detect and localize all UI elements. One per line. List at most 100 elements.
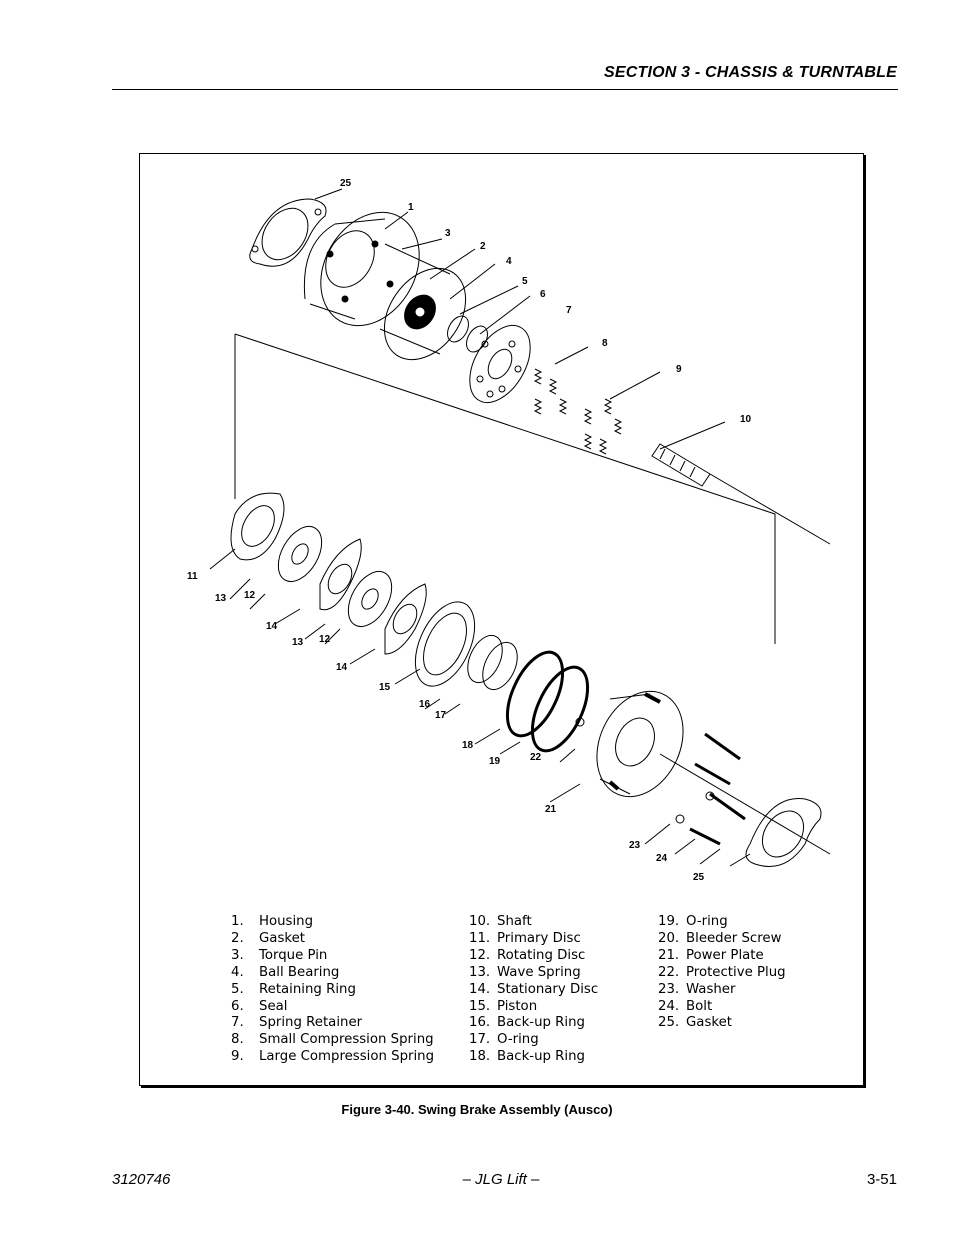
legend-item: 17.O-ring	[469, 1032, 598, 1049]
legend-number: 20.	[658, 930, 680, 946]
gasket-top	[249, 198, 327, 267]
legend-item: 20. Bleeder Screw	[658, 931, 786, 948]
legend-column-3: 19. O-ring 20. Bleeder Screw 21. Power Plat…	[658, 914, 786, 1032]
callout-13-a: 13	[215, 593, 227, 604]
legend-item: 14. Stationary Disc	[469, 982, 598, 999]
callout-13-b: 13	[292, 637, 304, 648]
legend-item: 12. Rotating Disc	[469, 948, 598, 965]
legend-item: 21. Power Plate	[658, 948, 786, 965]
legend-label: Piston	[497, 998, 538, 1014]
legend-label: Rotating Disc	[497, 947, 586, 963]
springs	[533, 368, 623, 455]
primary-disc	[230, 492, 285, 561]
callout-15: 15	[379, 682, 391, 693]
legend-column-1: 1. Housing 2. Gasket 3.Torque Pin 4. Ball B…	[231, 914, 434, 1066]
power-plate	[596, 690, 684, 798]
legend-number: 18.	[469, 1049, 491, 1065]
exploded-diagram: 25 1 3 2 4 5 6 7 8 9 10 11 13 12 14 13 1…	[187, 178, 831, 883]
legend-number: 21.	[658, 947, 680, 963]
legend-label: Gasket	[686, 1015, 733, 1031]
callout-25-top: 25	[340, 178, 352, 189]
callout-25-bottom: 25	[693, 872, 705, 883]
legend-item: 25.Gasket	[658, 1015, 786, 1032]
legend-number: 15.	[469, 998, 491, 1014]
callout-14-b: 14	[336, 662, 348, 673]
legend-number: 24.	[658, 998, 680, 1014]
legend-item: 15. Piston	[469, 999, 598, 1016]
legend-label: Wave Spring	[497, 964, 581, 980]
callout-1: 1	[408, 202, 414, 213]
callout-6: 6	[540, 289, 546, 300]
legend-number: 23.	[658, 981, 680, 997]
legend-number: 3.	[231, 947, 244, 963]
legend-label: Stationary Disc	[497, 981, 599, 997]
legend-label: Power Plate	[686, 947, 764, 963]
legend-number: 2.	[231, 930, 244, 946]
legend-label: Bolt	[686, 998, 713, 1014]
callout-12-a: 12	[244, 590, 256, 601]
section-title: SECTION 3 - CHASSIS & TURNTABLE	[603, 64, 897, 81]
legend-item: 2. Gasket	[231, 931, 434, 948]
legend-label: Spring Retainer	[259, 1015, 363, 1031]
callout-19: 19	[489, 756, 501, 767]
legend-item: 13. Wave Spring	[469, 965, 598, 982]
legend-item: 24. Bolt	[658, 999, 786, 1016]
legend-label: Bleeder Screw	[686, 930, 782, 946]
legend-label: Small Compression Spring	[259, 1032, 434, 1048]
housing	[303, 211, 420, 327]
legend-number: 19.	[658, 914, 680, 929]
legend-label: Back-up Ring	[497, 1015, 585, 1031]
legend-item: 1. Housing	[231, 914, 434, 931]
figure-frame: 25 1 3 2 4 5 6 7 8 9 10 11 13 12 14 13 1…	[139, 153, 864, 1086]
legend-item: 22.Protective Plug	[658, 965, 786, 982]
legend-label: Protective Plug	[686, 964, 786, 980]
piston	[414, 601, 476, 687]
legend-label: Back-up Ring	[497, 1049, 585, 1065]
legend-number: 14.	[469, 981, 491, 997]
legend-label: Gasket	[259, 930, 306, 946]
legend-number: 11.	[469, 930, 491, 946]
page-number: 3-51	[866, 1171, 897, 1188]
bolts	[675, 732, 746, 846]
gasket-bottom	[745, 798, 822, 867]
legend-item: 16. Back-up Ring	[469, 1015, 598, 1032]
callout-4: 4	[506, 256, 512, 267]
callout-14-a: 14	[266, 621, 278, 632]
gasket-2	[383, 267, 467, 361]
legend-number: 16.	[469, 1015, 491, 1031]
legend-number: 1.	[231, 914, 244, 929]
callout-12-b: 12	[319, 634, 331, 645]
callout-5: 5	[522, 276, 528, 287]
callout-21: 21	[545, 804, 557, 815]
legend-label: Large Compression Spring	[259, 1049, 435, 1065]
legend-item: 7. Spring Retainer	[231, 1015, 434, 1032]
legend-number: 7.	[231, 1015, 244, 1031]
callout-23: 23	[629, 840, 641, 851]
legend-number: 13.	[469, 964, 491, 980]
legend-item: 19. O-ring	[658, 914, 786, 931]
legend-number: 4.	[231, 964, 244, 980]
legend-label: Primary Disc	[497, 930, 581, 946]
callout-22: 22	[530, 752, 542, 763]
callout-24: 24	[656, 853, 668, 864]
legend-item: 11. Primary Disc	[469, 931, 598, 948]
callout-11: 11	[187, 571, 198, 582]
legend-label: Seal	[259, 998, 288, 1014]
legend-label: Ball Bearing	[259, 964, 340, 980]
legend-label: Housing	[259, 914, 314, 929]
callout-18: 18	[462, 740, 474, 751]
legend-number: 9.	[231, 1049, 244, 1065]
legend-number: 8.	[231, 1032, 244, 1048]
legend-number: 10.	[469, 914, 491, 929]
legend-item: 18. Back-up Ring	[469, 1049, 598, 1066]
legend-item: 4. Ball Bearing	[231, 965, 434, 982]
legend-item: 3.Torque Pin	[231, 948, 434, 965]
legend-label: Retaining Ring	[259, 981, 356, 997]
publisher-name: – JLG Lift –	[462, 1171, 540, 1188]
callout-10: 10	[740, 414, 752, 425]
legend-item: 10.Shaft	[469, 914, 598, 931]
callout-7: 7	[566, 305, 572, 316]
legend-label: O-ring	[686, 914, 728, 929]
legend-number: 12.	[469, 947, 491, 963]
document-number: 3120746	[112, 1171, 171, 1188]
